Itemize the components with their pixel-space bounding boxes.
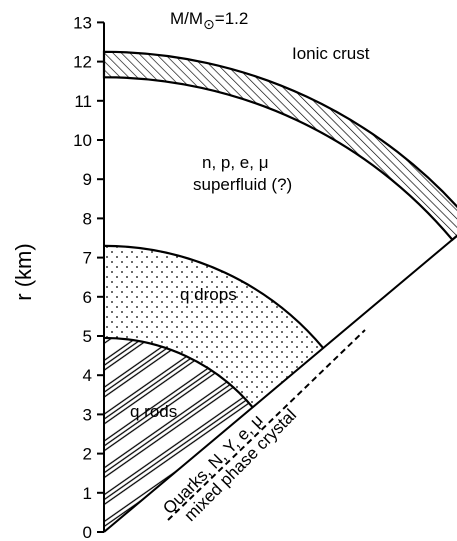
tick-label: 9 — [83, 170, 92, 189]
tick-label: 11 — [74, 92, 92, 111]
axis-title: r (km) — [11, 243, 36, 300]
tick-label: 4 — [83, 366, 92, 385]
tick-label: 7 — [83, 249, 92, 268]
q-rods-region — [104, 337, 253, 532]
tick-label: 13 — [73, 13, 92, 32]
mass-label: M/M⊙=1.2 — [170, 9, 248, 32]
tick-label: 6 — [83, 288, 92, 307]
q-drops-boundary — [103, 244, 325, 349]
dashed-leader-line — [167, 329, 366, 521]
tick-label: 12 — [73, 53, 92, 72]
q-drops-label: q drops — [180, 285, 237, 304]
npe-label: n, p, e, μ — [202, 153, 269, 172]
tick-label: 2 — [83, 445, 92, 464]
tick-label: 0 — [83, 523, 92, 541]
q-drops-region — [104, 245, 324, 408]
superfluid-label: superfluid (?) — [193, 175, 292, 194]
q-rods-boundary — [103, 336, 254, 408]
tick-label: 1 — [83, 484, 92, 503]
wedge-diagonal — [103, 234, 457, 533]
tick-label: 10 — [73, 131, 92, 150]
ionic-crust-label: Ionic crust — [292, 44, 370, 63]
tick-label: 5 — [83, 327, 92, 346]
tick-label: 3 — [83, 405, 92, 424]
q-rods-label: q rods — [130, 402, 177, 421]
tick-label: 8 — [83, 209, 92, 228]
ionic-crust-region — [102, 50, 457, 242]
